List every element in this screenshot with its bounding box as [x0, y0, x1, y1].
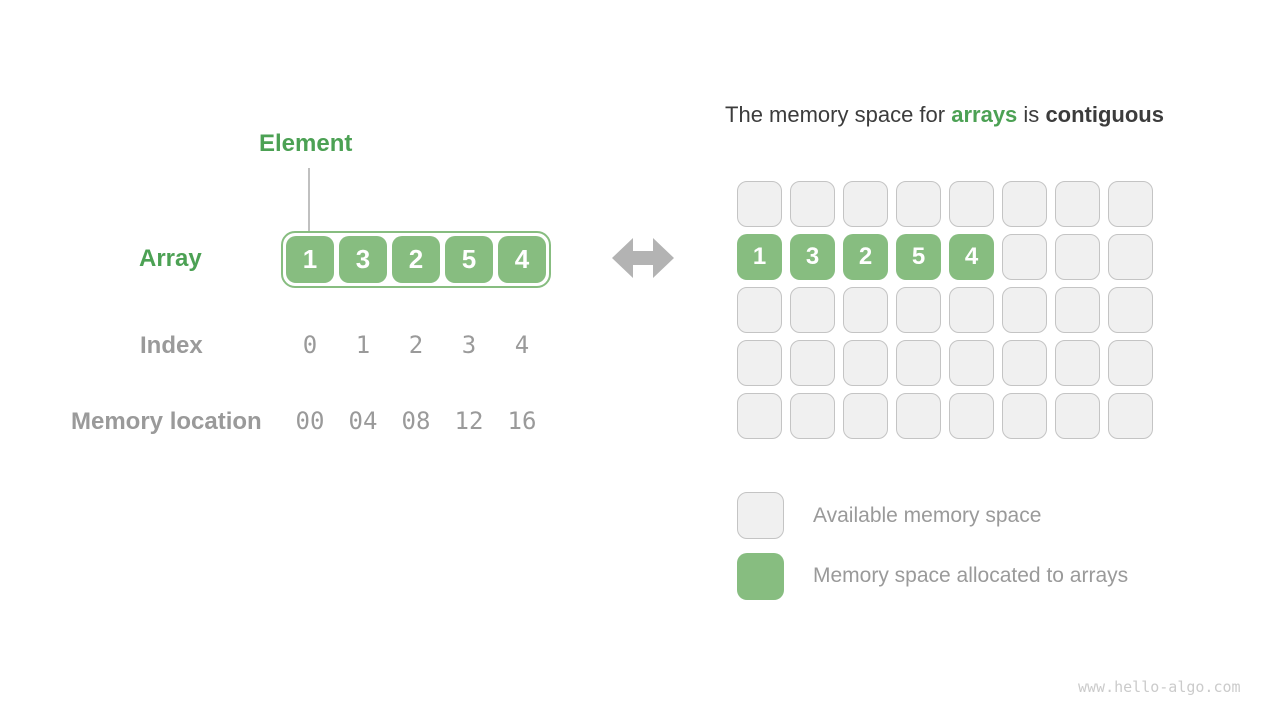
- memory-cell: [949, 287, 994, 333]
- memory-cell-allocated: 1: [737, 234, 782, 280]
- memory-cell: [1055, 287, 1100, 333]
- memory-cell: [737, 340, 782, 386]
- memory-title-arrays: arrays: [951, 102, 1018, 127]
- memory-cell: [949, 393, 994, 439]
- memory-cell: [896, 287, 941, 333]
- memory-title-prefix: The memory space for: [725, 102, 946, 127]
- double-arrow-icon: [612, 237, 674, 279]
- memory-cell: [1002, 234, 1047, 280]
- index-value: 1: [355, 331, 371, 359]
- memory-location-value: 12: [454, 407, 484, 435]
- legend-label-available: Available memory space: [813, 504, 1042, 527]
- memory-title-contiguous: contiguous: [1045, 102, 1164, 127]
- memory-cell: [896, 393, 941, 439]
- memory-cell: [790, 393, 835, 439]
- memory-cell: [790, 340, 835, 386]
- memory-cell: [1002, 393, 1047, 439]
- array-cell: 1: [286, 236, 334, 283]
- index-label: Index: [140, 332, 203, 359]
- memory-cell: [1055, 340, 1100, 386]
- array-label: Array: [139, 245, 202, 272]
- memory-cell: [737, 287, 782, 333]
- element-label: Element: [259, 130, 353, 157]
- array-cell: 3: [339, 236, 387, 283]
- memory-cell: [1108, 393, 1153, 439]
- index-value: 3: [461, 331, 477, 359]
- array-cell: 4: [498, 236, 546, 283]
- memory-cell: [1002, 287, 1047, 333]
- watermark: www.hello-algo.com: [1078, 678, 1241, 696]
- memory-location-value: 00: [295, 407, 325, 435]
- memory-cell: [1055, 393, 1100, 439]
- memory-cell: [737, 181, 782, 227]
- index-values-row: 0 1 2 3 4: [286, 331, 546, 359]
- memory-cell: [1002, 340, 1047, 386]
- memory-cell-allocated: 4: [949, 234, 994, 280]
- index-value: 2: [408, 331, 424, 359]
- memory-cell-allocated: 2: [843, 234, 888, 280]
- element-connector-line: [308, 168, 310, 231]
- legend-swatch-allocated: [737, 553, 784, 600]
- memory-location-value: 08: [401, 407, 431, 435]
- memory-title-is: is: [1023, 102, 1040, 127]
- memory-cell: [1108, 340, 1153, 386]
- memory-cell: [790, 287, 835, 333]
- memory-location-label: Memory location: [71, 408, 262, 435]
- memory-cell: [1108, 234, 1153, 280]
- memory-cell: [843, 393, 888, 439]
- memory-cell: [896, 181, 941, 227]
- memory-cell: [1108, 287, 1153, 333]
- memory-cell-allocated: 5: [896, 234, 941, 280]
- memory-location-value: 04: [348, 407, 378, 435]
- memory-cell: [1055, 234, 1100, 280]
- memory-cell: [1108, 181, 1153, 227]
- array-cell: 5: [445, 236, 493, 283]
- array-cell: 2: [392, 236, 440, 283]
- memory-cell: [843, 340, 888, 386]
- index-value: 4: [514, 331, 530, 359]
- memory-cell: [896, 340, 941, 386]
- memory-cell: [949, 181, 994, 227]
- legend-label-allocated: Memory space allocated to arrays: [813, 564, 1129, 587]
- index-value: 0: [302, 331, 318, 359]
- memory-cell-allocated: 3: [790, 234, 835, 280]
- memory-cell: [1002, 181, 1047, 227]
- memory-title: The memory space for arrays is contiguou…: [659, 102, 1230, 128]
- legend-swatch-available: [737, 492, 784, 539]
- memory-cell: [1055, 181, 1100, 227]
- memory-location-values-row: 00 04 08 12 16: [286, 407, 546, 435]
- memory-cell: [949, 340, 994, 386]
- memory-cell: [843, 181, 888, 227]
- memory-location-value: 16: [507, 407, 537, 435]
- memory-cell: [843, 287, 888, 333]
- memory-cell: [790, 181, 835, 227]
- memory-cell: [737, 393, 782, 439]
